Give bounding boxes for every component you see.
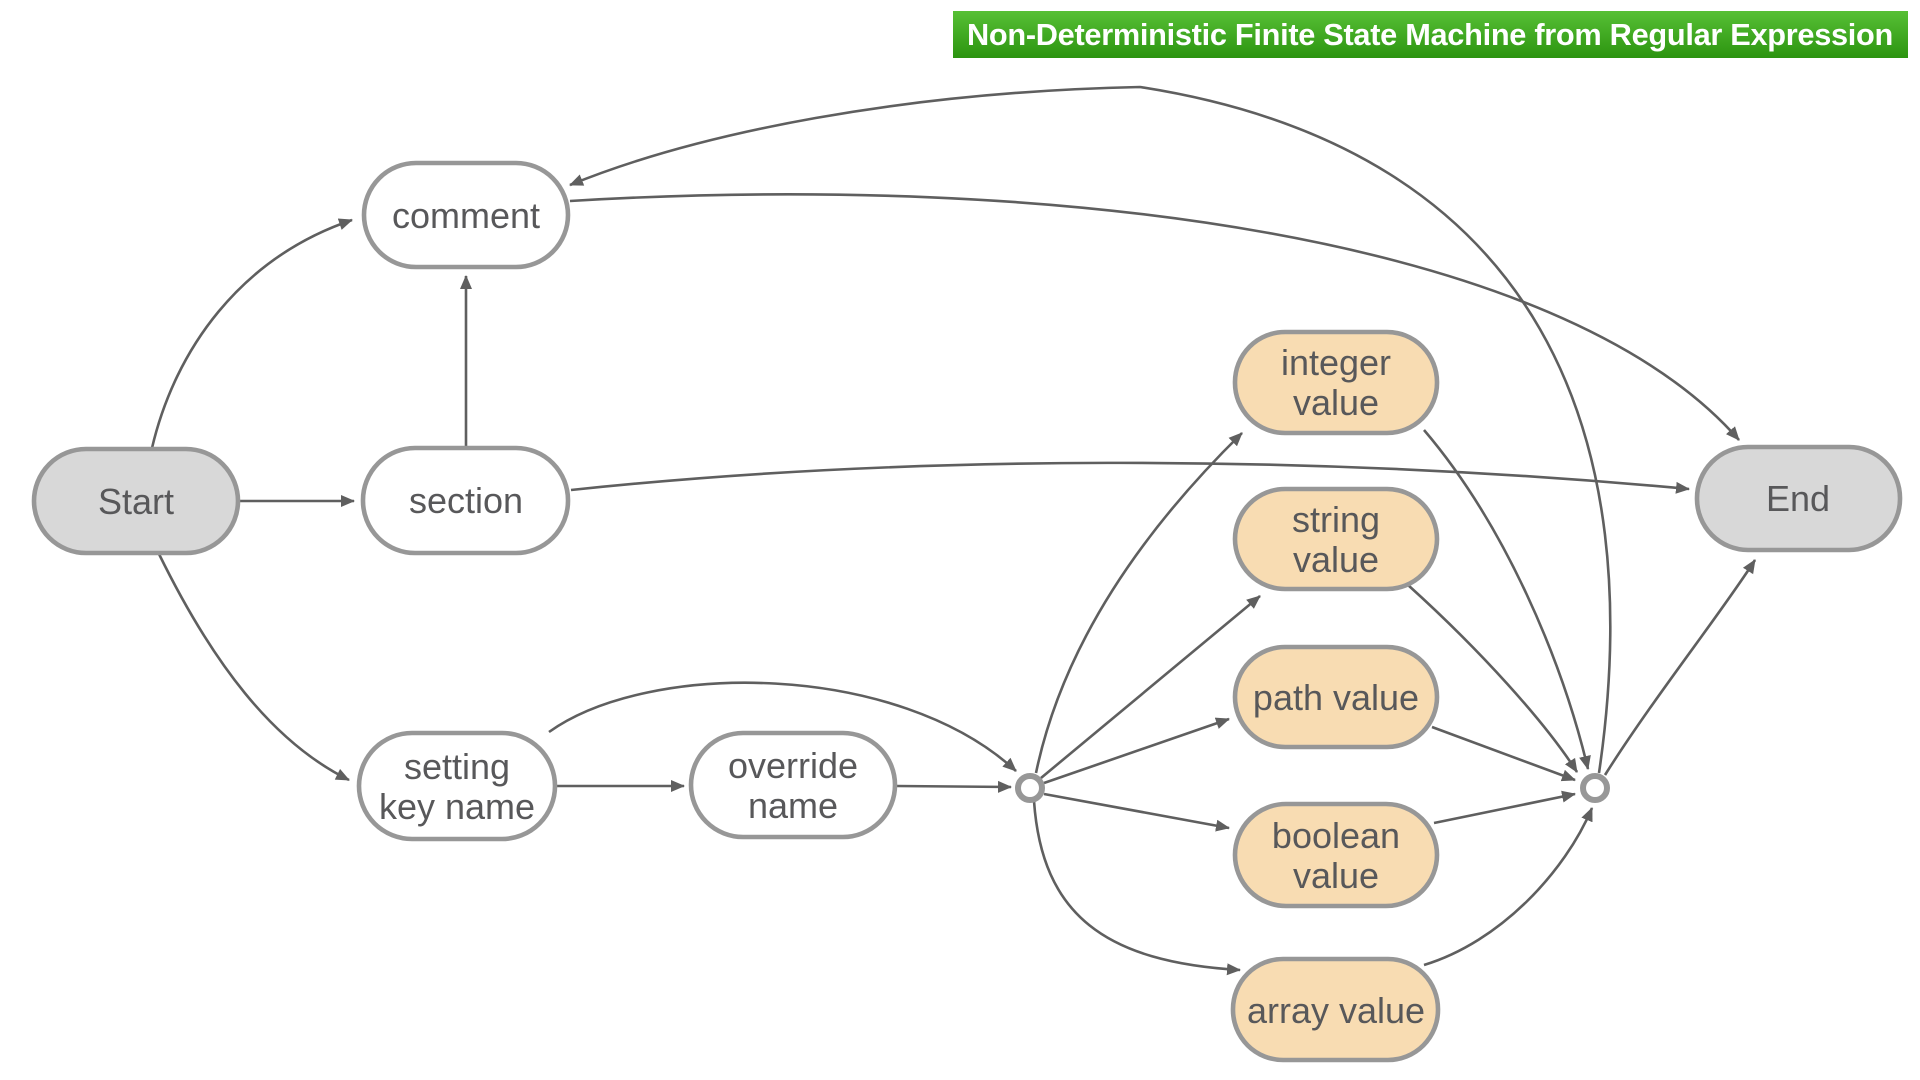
string-value-label-line2: value (1293, 539, 1379, 580)
boolean-value-label-line2: value (1293, 855, 1379, 896)
setting-key-name-label-line2: key name (379, 786, 535, 827)
edge-junction1-to-path-value (1043, 717, 1230, 785)
node-string-value: string value (1232, 486, 1440, 592)
node-section: section (360, 445, 571, 556)
node-override-name: override name (688, 730, 898, 840)
path-value-node-shape (1232, 644, 1440, 750)
section-node-shape (360, 445, 571, 556)
edge-comment-to-end (569, 193, 1740, 441)
edge-junction1-to-integer-value (1034, 432, 1243, 774)
end-node-label: End (1766, 478, 1830, 519)
node-boolean-value: boolean value (1232, 801, 1440, 909)
junction1-node (1015, 773, 1045, 803)
edge-integer-value-to-junction2 (1423, 429, 1591, 770)
edge-path-value-to-junction2 (1431, 725, 1576, 782)
edge-override-name-to-junction1 (896, 780, 1012, 793)
array-value-node-label: array value (1247, 990, 1425, 1031)
node-end: End (1694, 444, 1903, 553)
boolean-value-node-shape (1232, 801, 1440, 909)
edge-boolean-value-to-junction2 (1433, 790, 1576, 825)
edge-junction1-to-string-value (1040, 595, 1261, 779)
start-node-label: Start (98, 481, 174, 522)
path-value-node-label: path value (1253, 677, 1419, 718)
string-value-label-line1: string (1292, 499, 1380, 540)
node-array-value: array value (1230, 956, 1441, 1063)
edge-section-to-end (570, 461, 1690, 494)
comment-node-shape (361, 160, 571, 270)
edge-junction2-to-comment (569, 85, 1612, 774)
node-setting-key-name: setting key name (356, 730, 558, 842)
edge-junction1-to-array-value (1032, 800, 1241, 976)
edge-setting-key-name-to-junction1 (548, 681, 1017, 772)
title-banner-background (953, 11, 1908, 58)
node-start: Start (31, 446, 241, 556)
override-name-node-shape (688, 730, 898, 840)
edge-junction1-to-boolean-value (1043, 792, 1230, 832)
integer-value-label-line1: integer (1281, 342, 1391, 383)
edge-start-to-setting-key-name (157, 553, 350, 782)
setting-key-name-node-shape (356, 730, 558, 842)
edge-array-value-to-junction2 (1423, 807, 1594, 967)
boolean-value-label-line1: boolean (1272, 815, 1400, 856)
node-path-value: path value (1232, 644, 1440, 750)
end-node-shape (1694, 444, 1903, 553)
edge-start-to-comment (150, 218, 353, 449)
override-name-label-line1: override (728, 745, 858, 786)
comment-node-label: comment (392, 195, 540, 236)
start-node-shape (31, 446, 241, 556)
section-node-label: section (409, 480, 523, 521)
node-comment: comment (361, 160, 571, 270)
string-value-node-shape (1232, 486, 1440, 592)
integer-value-node-shape (1232, 329, 1440, 436)
page-title: Non-Deterministic Finite State Machine f… (967, 17, 1893, 52)
node-integer-value: integer value (1232, 329, 1440, 436)
edge-string-value-to-junction2 (1407, 584, 1579, 773)
edge-junction2-to-end (1603, 559, 1757, 776)
integer-value-label-line2: value (1293, 382, 1379, 423)
setting-key-name-label-line1: setting (404, 746, 510, 787)
array-value-node-shape (1230, 956, 1441, 1063)
title-banner: Non-Deterministic Finite State Machine f… (953, 11, 1908, 58)
junction2-node (1580, 773, 1610, 803)
override-name-label-line2: name (748, 785, 838, 826)
edges-layer (150, 85, 1757, 976)
